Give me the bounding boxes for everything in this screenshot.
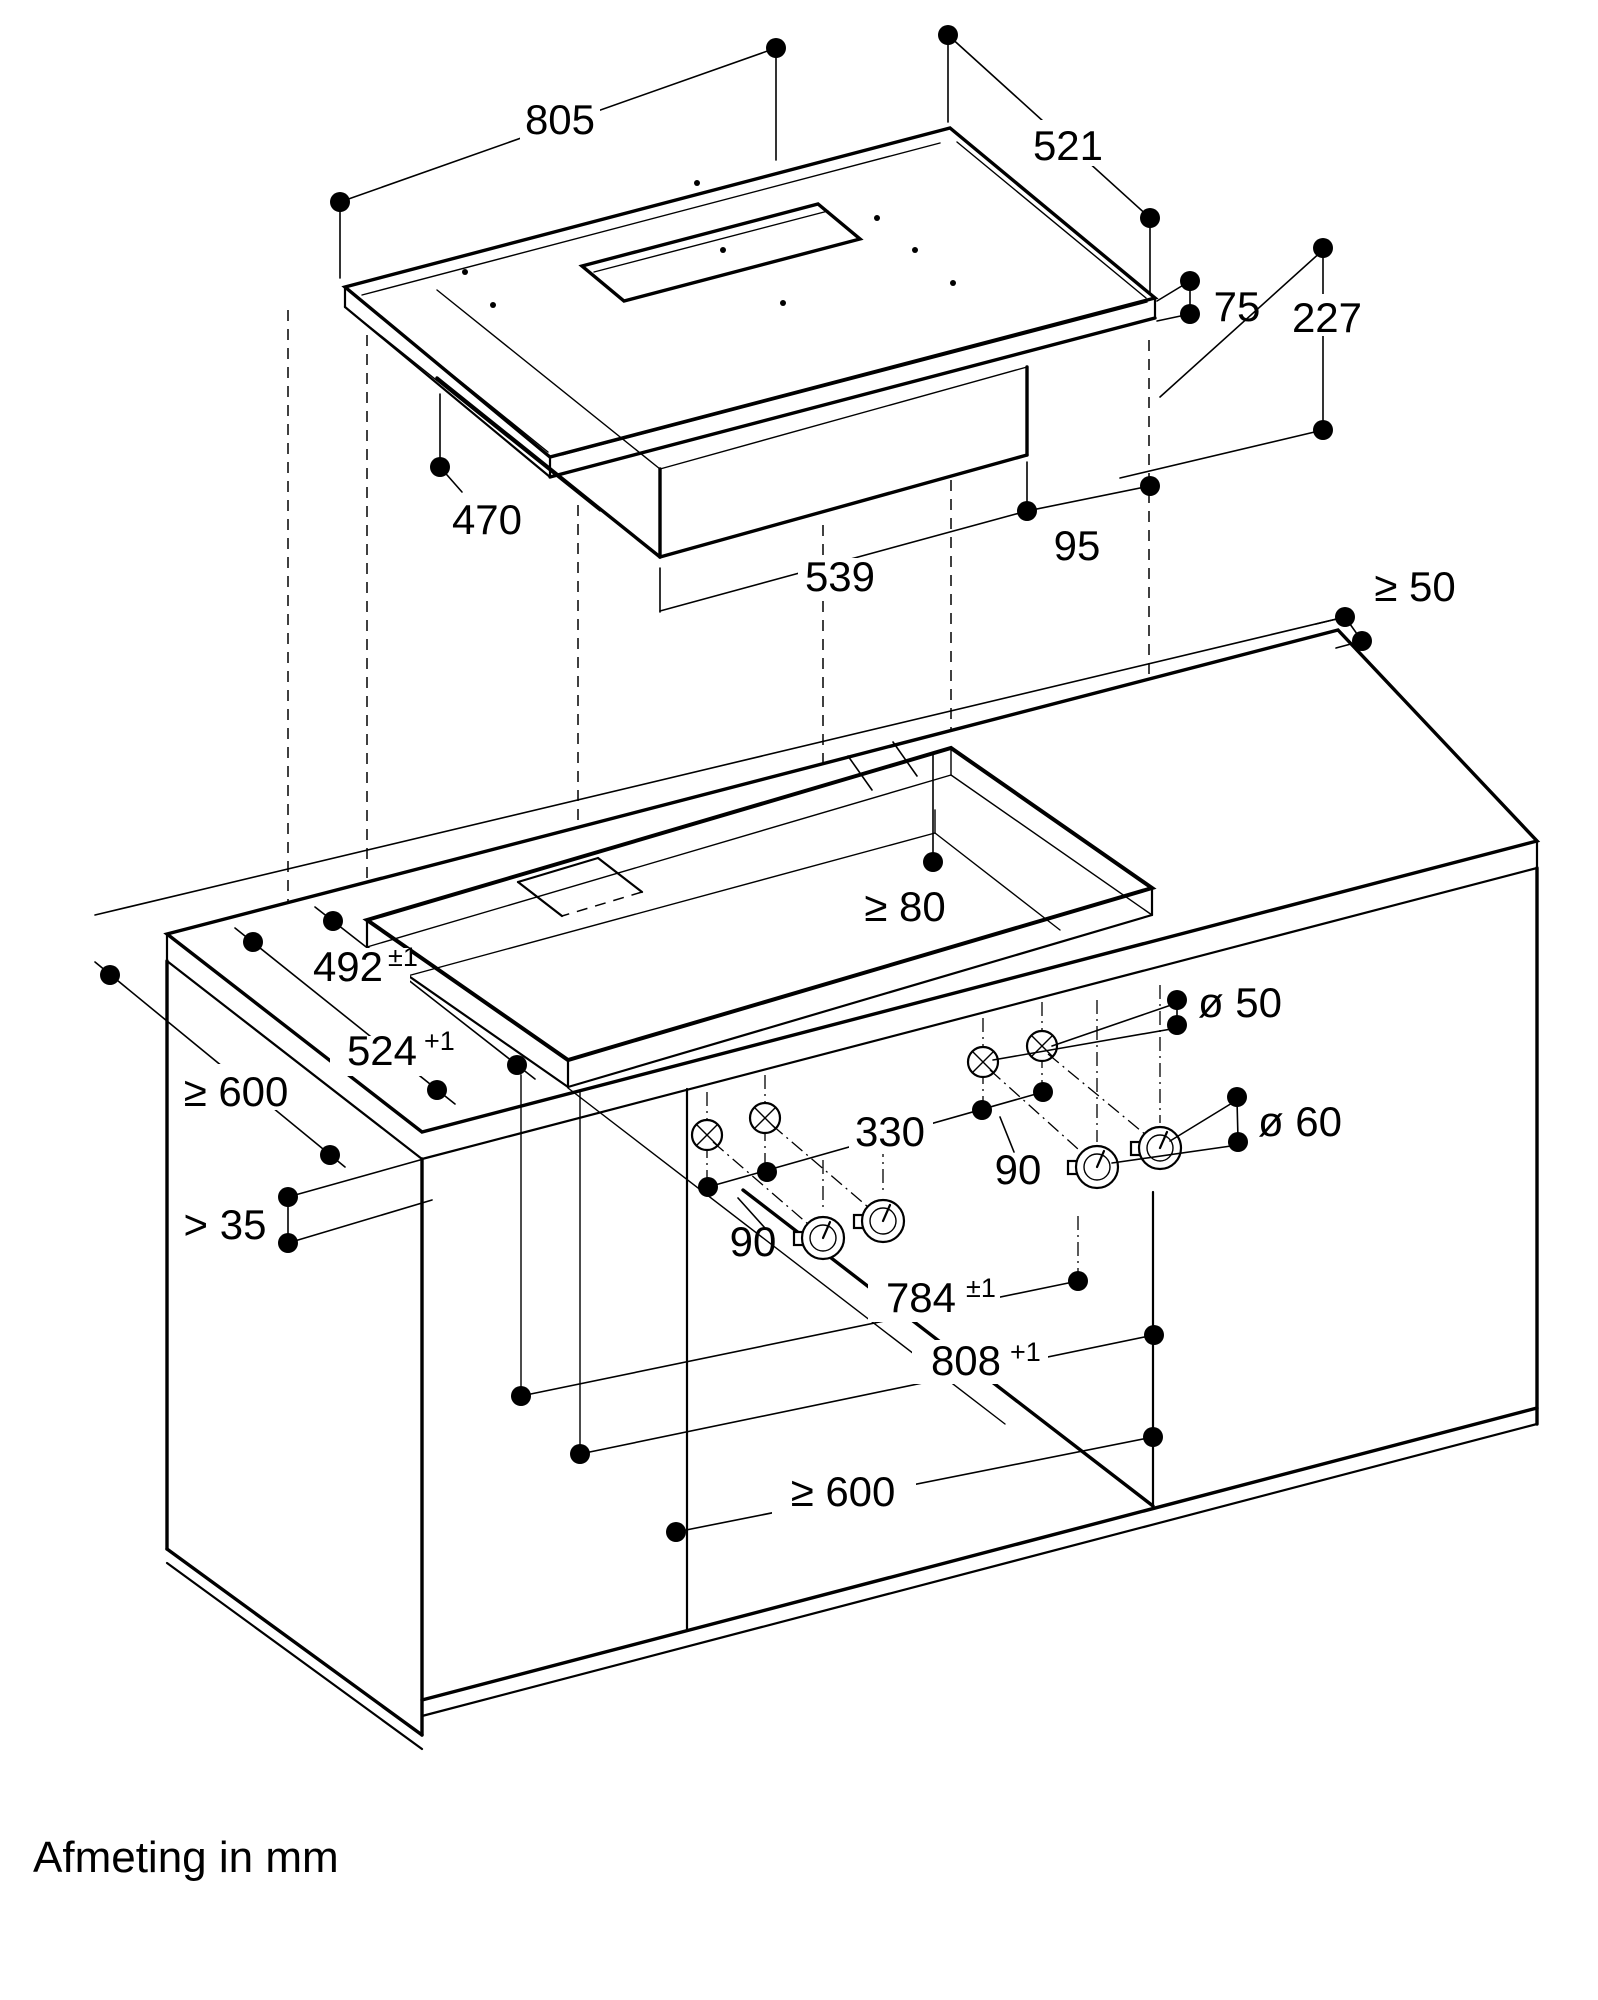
- dim-label-cabinet-width: ≥ 600: [791, 1468, 896, 1515]
- dim-label-hole-small: ø 50: [1198, 979, 1282, 1026]
- dim-label-rear-gap: ≥ 80: [864, 883, 945, 930]
- knob-layout: [690, 985, 1183, 1261]
- vent-slot: [578, 202, 864, 303]
- cabinet-dimensions: ≥ 50 ≥ 80 492 ±1 524 +1 ≥ 600 > 35: [94, 563, 1456, 1542]
- dim-label-cutout-width: 808: [931, 1337, 1001, 1384]
- control-knob: [1066, 1000, 1120, 1190]
- control-knob: [1129, 985, 1183, 1171]
- dim-label-cutout-depth-outer-tol: +1: [424, 1026, 455, 1056]
- dim-label-total-height: 227: [1292, 294, 1362, 341]
- drill-hole-marker: [966, 1002, 1153, 1159]
- control-knob: [852, 1143, 906, 1244]
- dim-label-edge-height: 75: [1214, 283, 1261, 330]
- dim-label-duct-offset: 95: [1054, 522, 1101, 569]
- dim-label-cutout-depth-tol: ±1: [388, 942, 418, 972]
- dim-label-hole-large: ø 60: [1258, 1098, 1342, 1145]
- dim-label-knob-spacing-left: 90: [730, 1218, 777, 1265]
- worktop-cabinet: [94, 616, 1541, 1751]
- duct-bracket: [516, 856, 644, 918]
- caption-units: Afmeting in mm: [33, 1833, 339, 1882]
- dim-label-duct-depth: 470: [452, 496, 522, 543]
- dim-label-knob-spacing-right: 90: [995, 1146, 1042, 1193]
- dim-label-hob-depth: 521: [1033, 122, 1103, 169]
- dim-label-inner-width-tol: ±1: [966, 1273, 996, 1303]
- dim-label-hob-width: 805: [525, 96, 595, 143]
- zone-marker-dots: [462, 180, 956, 308]
- dim-label-cutout-width-tol: +1: [1010, 1337, 1041, 1367]
- dim-label-inner-width: 784: [886, 1274, 956, 1321]
- control-knob: [792, 1160, 846, 1261]
- hob-unit: [341, 126, 1159, 559]
- drill-hole-marker: [690, 1075, 876, 1231]
- dim-label-cutout-depth-outer: 524: [347, 1027, 417, 1074]
- dim-label-worktop-depth: ≥ 600: [184, 1068, 289, 1115]
- dim-label-knob-spacing-center: 330: [855, 1108, 925, 1155]
- dim-label-rear-clearance: ≥ 50: [1374, 563, 1455, 610]
- hob-dimensions: 805 521 75 227 470 539 95: [330, 25, 1366, 613]
- dim-label-cutout-depth: 492: [313, 943, 383, 990]
- dim-label-duct-width: 539: [805, 553, 875, 600]
- dim-label-front-clearance: > 35: [184, 1201, 267, 1248]
